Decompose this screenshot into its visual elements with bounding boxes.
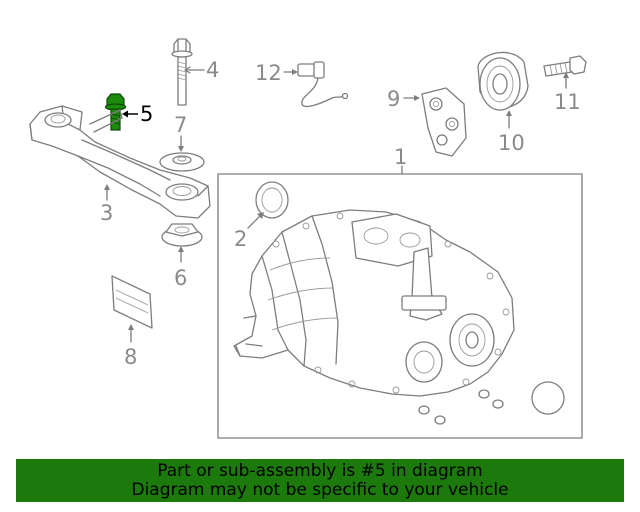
callout-2[interactable]: 2 xyxy=(234,227,247,251)
part-8-plate[interactable] xyxy=(111,275,153,329)
callout-3[interactable]: 3 xyxy=(100,201,113,225)
part-11-bolt[interactable] xyxy=(543,55,587,77)
leader-12-arrow xyxy=(292,69,298,75)
callout-7[interactable]: 7 xyxy=(174,113,187,137)
leader-7-arrow xyxy=(178,146,184,152)
callout-4[interactable]: 4 xyxy=(206,58,219,82)
callout-9[interactable]: 9 xyxy=(387,87,400,111)
leader-3-arrow xyxy=(104,184,110,190)
part-12-sensor[interactable] xyxy=(297,61,349,108)
part-10-mount-bushing[interactable] xyxy=(477,51,529,111)
leader-8-arrow xyxy=(128,324,134,330)
callout-8[interactable]: 8 xyxy=(124,345,137,369)
callout-10[interactable]: 10 xyxy=(498,131,525,155)
part-7-washer[interactable] xyxy=(159,152,205,172)
callout-6[interactable]: 6 xyxy=(174,266,187,290)
part-5-bolt-highlighted[interactable] xyxy=(104,93,127,131)
leader-4-arrow xyxy=(184,66,191,74)
leader-10-arrow xyxy=(506,110,512,116)
leader-2-arrow xyxy=(257,212,264,219)
part-1-transaxle[interactable] xyxy=(233,209,515,425)
banner-line-1: Part or sub-assembly is #5 in diagram xyxy=(157,460,483,481)
callout-1[interactable]: 1 xyxy=(394,145,407,169)
leader-5-arrow xyxy=(122,110,128,118)
leader-11-arrow xyxy=(563,72,569,78)
banner-line-2: Diagram may not be specific to your vehi… xyxy=(131,479,509,500)
part-o-ring[interactable] xyxy=(531,381,565,415)
part-9-bracket[interactable] xyxy=(421,87,467,157)
leader-9-arrow xyxy=(414,95,420,101)
callout-12[interactable]: 12 xyxy=(255,61,282,85)
info-banner: Part or sub-assembly is #5 in diagram Di… xyxy=(16,459,624,502)
callout-11[interactable]: 11 xyxy=(554,90,581,114)
callout-5[interactable]: 5 xyxy=(140,102,153,126)
leader-6-arrow xyxy=(178,246,184,252)
part-3-crossmember[interactable] xyxy=(29,105,211,219)
part-6-lower-mount[interactable] xyxy=(161,223,203,247)
part-1-frame xyxy=(217,173,583,439)
part-2-seal[interactable] xyxy=(255,181,289,219)
part-4-bolt[interactable] xyxy=(171,38,193,106)
